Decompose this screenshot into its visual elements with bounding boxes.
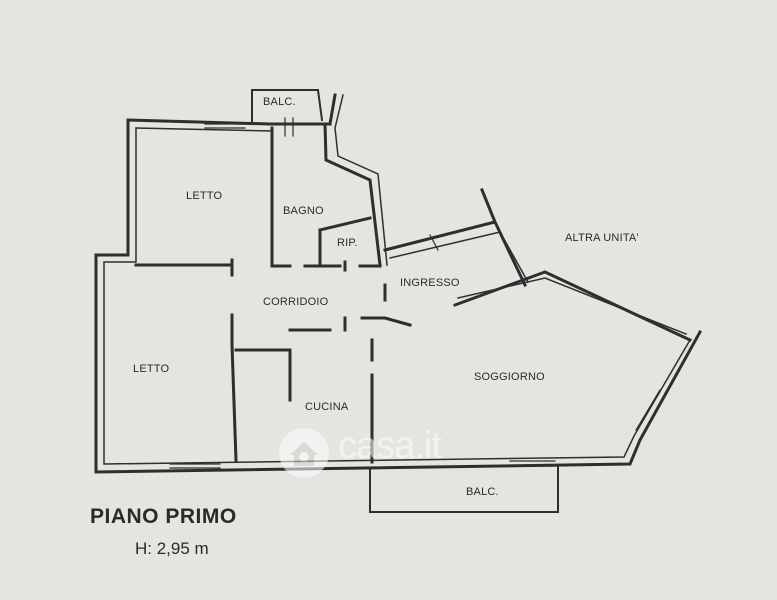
letto2-right-wall <box>230 258 238 462</box>
casa-it-watermark: casa.it <box>276 425 506 481</box>
top-wall <box>126 118 332 126</box>
cucina-top-wall <box>234 328 332 402</box>
outer-wall <box>94 118 703 474</box>
room-label-soggiorno: SOGGIORNO <box>474 371 545 383</box>
window-mark <box>635 389 661 431</box>
bagno-diagonal-wall <box>323 93 382 267</box>
room-label-balc-bottom: BALC. <box>466 486 499 498</box>
house-pin-icon <box>279 428 329 478</box>
room-label-cucina: CUCINA <box>305 401 349 413</box>
top-wall-inner <box>135 127 273 132</box>
window-mark <box>204 123 246 129</box>
room-label-altra-unita: ALTRA UNITA' <box>565 232 639 244</box>
room-label-ingresso: INGRESSO <box>400 277 460 289</box>
rip-wall <box>343 260 382 272</box>
window-mark <box>429 234 439 251</box>
room-label-letto-top: LETTO <box>186 190 223 202</box>
bagno-rip-wall <box>303 216 372 268</box>
balcony-bottom-outline <box>369 465 559 513</box>
soggiorno-upper-inner <box>457 277 687 335</box>
bagno-diagonal-inner <box>334 94 388 266</box>
room-label-rip: RIP. <box>337 237 358 249</box>
room-label-letto-bottom: LETTO <box>133 363 170 375</box>
ingresso-upper-wall <box>383 188 527 287</box>
room-label-balc-top: BALC. <box>263 96 296 108</box>
soggiorno-upper-wall <box>453 270 692 342</box>
corridoio-right-door <box>360 316 412 362</box>
floor-height: H: 2,95 m <box>135 539 209 558</box>
floor-title: PIANO PRIMO <box>90 505 237 528</box>
room-label-bagno: BAGNO <box>283 205 324 217</box>
window-mark <box>284 117 294 137</box>
ingresso-upper-inner <box>389 231 530 284</box>
watermark-text: casa.it <box>338 425 442 467</box>
window-mark <box>169 463 221 469</box>
letto-bagno-wall <box>270 126 292 268</box>
outer-wall-inner <box>103 127 692 465</box>
room-label-corridoio: CORRIDOIO <box>263 296 329 308</box>
window-mark <box>509 460 556 467</box>
balcony-top-outline <box>251 89 324 125</box>
